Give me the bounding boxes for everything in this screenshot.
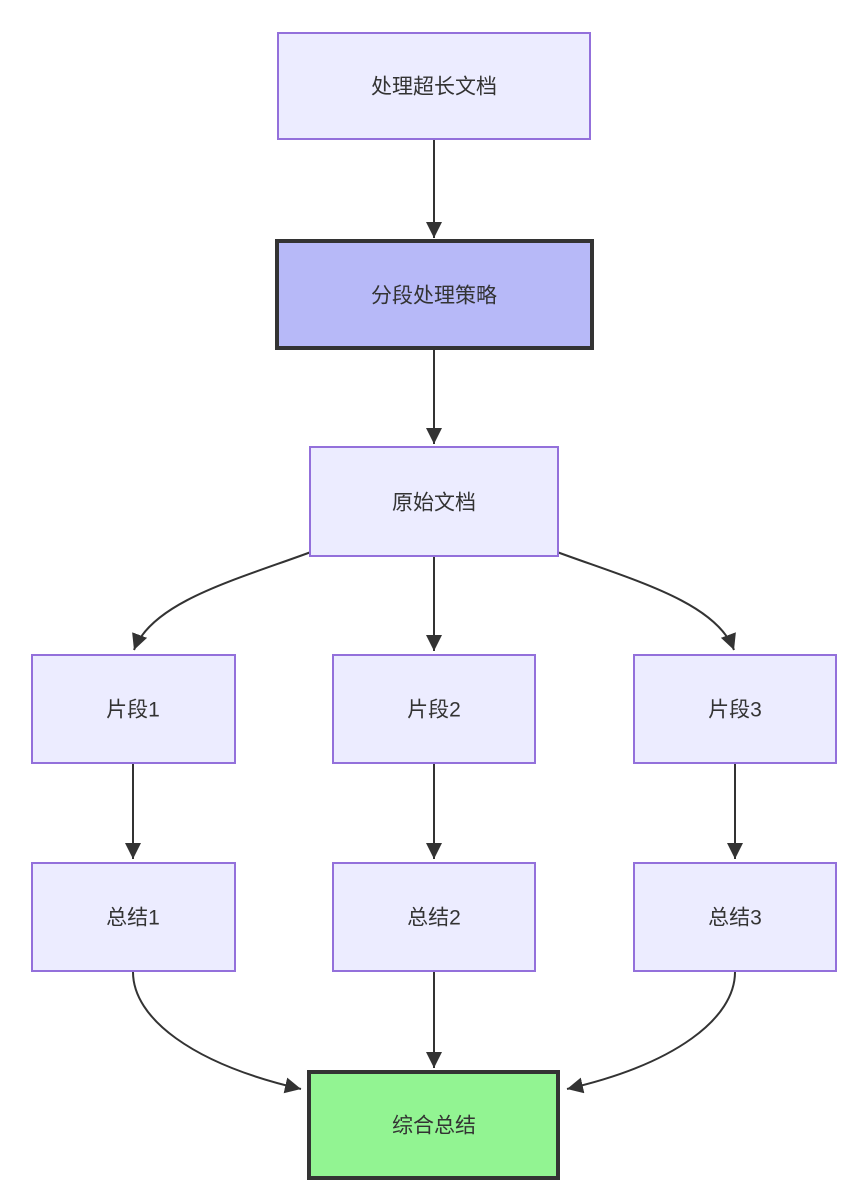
- node-box: [275, 239, 594, 350]
- node-label: 总结2: [407, 907, 461, 930]
- node-process-long-doc: 处理超长文档: [277, 32, 591, 140]
- edges-layer: [125, 140, 743, 1094]
- node-segment1: 片段1: [31, 654, 236, 764]
- node-label: 片段2: [407, 699, 461, 722]
- node-label: 片段3: [708, 699, 762, 722]
- node-box: [309, 446, 559, 557]
- node-box: [633, 862, 837, 972]
- node-box: [277, 32, 591, 140]
- node-final-summary: 综合总结: [307, 1070, 560, 1180]
- node-segment2: 片段2: [332, 654, 536, 764]
- node-box: [332, 654, 536, 764]
- node-label: 总结3: [708, 907, 762, 930]
- node-summary2: 总结2: [332, 862, 536, 972]
- node-label: 总结1: [106, 907, 160, 930]
- node-label: 片段1: [106, 699, 160, 722]
- node-box: [633, 654, 837, 764]
- edge-summary3-to-final: [566, 971, 736, 1094]
- node-box: [31, 654, 236, 764]
- node-summary3: 总结3: [633, 862, 837, 972]
- edge-original-to-segment3: [556, 551, 736, 651]
- node-box: [31, 862, 236, 972]
- node-label: 处理超长文档: [371, 76, 497, 99]
- node-label: 分段处理策略: [371, 285, 497, 308]
- node-box: [332, 862, 536, 972]
- node-original-doc: 原始文档: [309, 446, 559, 557]
- node-strategy: 分段处理策略: [275, 239, 594, 350]
- node-label: 原始文档: [392, 492, 476, 515]
- node-segment3: 片段3: [633, 654, 837, 764]
- node-box: [307, 1070, 560, 1180]
- node-label: 综合总结: [392, 1115, 476, 1138]
- edge-original-to-segment1: [132, 551, 312, 651]
- edge-summary1-to-final: [132, 971, 302, 1094]
- node-summary1: 总结1: [31, 862, 236, 972]
